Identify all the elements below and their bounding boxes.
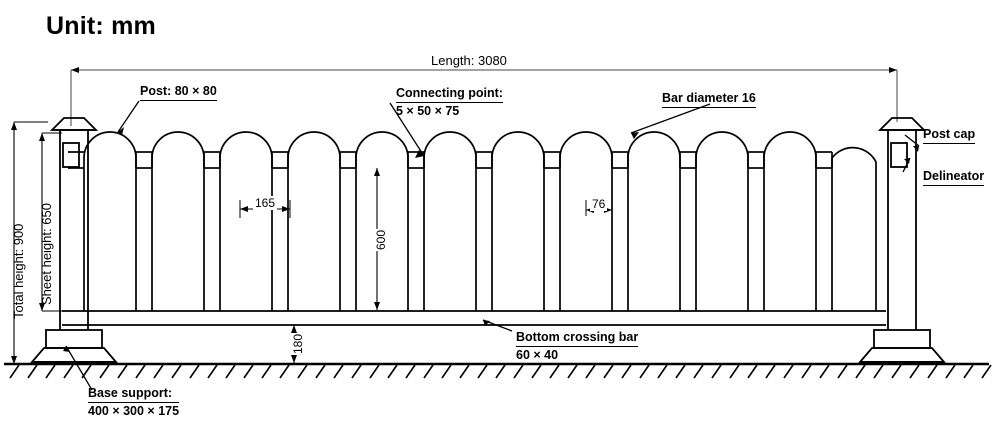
overall-length-label: Length: 3080 <box>431 53 507 68</box>
right-post <box>858 117 946 363</box>
callout-connecting-point-label: Connecting point: <box>396 86 503 103</box>
bar-spacing-label: 165 <box>253 196 278 210</box>
leader-arrowheads <box>63 127 919 352</box>
total-height-label: Total height: 900 <box>11 223 26 319</box>
ground-line <box>4 362 992 379</box>
sheet-height-label: Sheet height: 650 <box>39 203 54 305</box>
unit-note: Unit: mm <box>46 12 156 40</box>
callout-post: Post: 80 × 80 <box>140 84 217 101</box>
callout-post-cap: Post cap <box>923 127 976 144</box>
callout-base-support: Base support: 400 × 300 × 175 <box>88 386 180 419</box>
left-post <box>30 117 118 363</box>
connecting-rails-group <box>68 151 833 169</box>
bar-height-label: 600 <box>374 228 388 251</box>
bottom-crossing-bar <box>62 310 886 326</box>
callout-connecting-point-spec: 5 × 50 × 75 <box>396 103 460 118</box>
callout-bar-diameter-label: Bar diameter 16 <box>662 91 756 108</box>
callout-bottom-crossing-bar-label: Bottom crossing bar <box>516 330 639 347</box>
callout-bottom-crossing-bar: Bottom crossing bar 60 × 40 <box>516 330 639 363</box>
callout-bottom-crossing-bar-spec: 60 × 40 <box>516 347 559 362</box>
callout-post-label: Post: 80 × 80 <box>140 84 217 101</box>
bar-width-label: 76 <box>590 197 608 211</box>
callout-delineator-label: Delineator <box>923 169 985 186</box>
callout-bar-diameter: Bar diameter 16 <box>662 91 756 108</box>
ground-clearance-label: 180 <box>291 332 305 355</box>
callout-connecting-point: Connecting point: 5 × 50 × 75 <box>396 86 503 119</box>
callout-post-cap-label: Post cap <box>923 127 976 144</box>
overall-length-dimension <box>70 67 898 126</box>
fence-bars-group <box>83 131 877 311</box>
callout-delineator: Delineator <box>923 169 985 186</box>
callout-base-support-spec: 400 × 300 × 175 <box>88 403 180 418</box>
callout-base-support-label: Base support: <box>88 386 180 403</box>
